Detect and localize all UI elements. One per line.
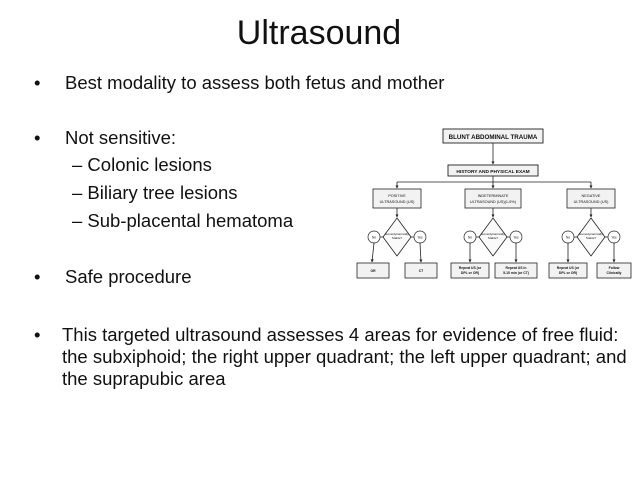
flowchart-branch-line2: ULTRASOUND (US) [574,200,609,204]
bullet-text: Safe procedure [65,266,192,287]
flowchart-box-positive-us: POSITIVE ULTRASOUND (US) [372,188,422,209]
subbullet-sub-placental-hematoma: – Sub-placental hematoma [72,210,294,231]
flowchart-outcome-or: OR [356,262,390,279]
bullet-text: Not sensitive: [65,127,177,148]
outcome-line1: Repeat US (or [557,266,580,270]
flowchart-decision-2: Hemodynamically Stable? [478,217,508,257]
outcome-line2: 5-15 min (or CT) [503,271,529,275]
outcome-line2: DPL or OR) [559,271,577,275]
flowchart-outcome-repeat-us-2: Repeat US in 5-15 min (or CT) [494,262,538,279]
outcome-line1: Repeat US in [506,266,527,270]
flowchart-outcome-repeat-us-1: Repeat US (or DPL or OR) [450,262,490,279]
decision-line2: Stable? [586,236,597,240]
flowchart-branch-line1: INDETERMINATE [478,194,509,198]
decision-line1: Hemodynamically [385,232,409,236]
bullet-text: Best modality to assess both fetus and m… [65,72,445,93]
yes-label: Yes [513,236,519,240]
bullet-text: This targeted ultrasound assesses 4 area… [62,324,627,389]
flowchart-branch-line1: NEGATIVE [582,194,601,198]
outcome-line1: Repeat US (or [459,266,482,270]
flowchart-outcome-ct: CT [404,262,438,279]
bullet-symbol: • [34,324,41,345]
bullet-symbol: • [34,72,41,93]
decision-line1: Hemodynamically [481,232,505,236]
flowchart-box-negative-us: NEGATIVE ULTRASOUND (US) [566,188,616,209]
flowchart-branch-line1: POSITIVE [388,194,406,198]
outcome-line2: Clinically [607,271,622,275]
outcome-line1: OR [370,269,376,273]
flowchart-box-history-exam: HISTORY AND PHYSICAL EXAM [447,164,539,177]
outcome-line1: Follow [609,266,620,270]
outcome-line2: DPL or OR) [461,271,479,275]
flowchart-outcome-repeat-us-3: Repeat US (or DPL or OR) [548,262,588,279]
flowchart-decision-3: Hemodynamically Stable? [576,217,606,257]
flowchart-branch-line2: ULTRASOUND (US) [380,200,415,204]
trauma-flowchart: BLUNT ABDOMINAL TRAUMA HISTORY AND PHYSI… [356,128,632,279]
no-label: No [372,236,376,240]
flowchart-exam-label: HISTORY AND PHYSICAL EXAM [456,169,529,175]
bullet-symbol: • [34,266,41,287]
flowchart-branch-line2: ULTRASOUND (US)(1-5%) [470,200,517,204]
decision-line2: Stable? [488,236,499,240]
outcome-line1: CT [419,269,424,273]
flowchart-decision-1: Hemodynamically Stable? [382,217,412,257]
decision-line1: Hemodynamically [579,232,603,236]
decision-line2: Stable? [392,236,403,240]
flowchart-top-label: BLUNT ABDOMINAL TRAUMA [449,134,538,141]
no-label: No [566,236,570,240]
slide-title: Ultrasound [236,14,402,52]
flowchart-outcome-follow-clinically: Follow Clinically [596,262,632,279]
yes-label: Yes [611,236,617,240]
subbullet-biliary-tree-lesions: – Biliary tree lesions [72,182,238,203]
bullet-symbol: • [34,127,41,148]
no-label: No [468,236,472,240]
subbullet-colonic-lesions: – Colonic lesions [72,154,212,175]
flowchart-box-indeterminate-us: INDETERMINATE ULTRASOUND (US)(1-5%) [464,188,522,209]
flowchart-box-blunt-abdominal-trauma: BLUNT ABDOMINAL TRAUMA [442,128,544,144]
yes-label: Yes [417,236,423,240]
